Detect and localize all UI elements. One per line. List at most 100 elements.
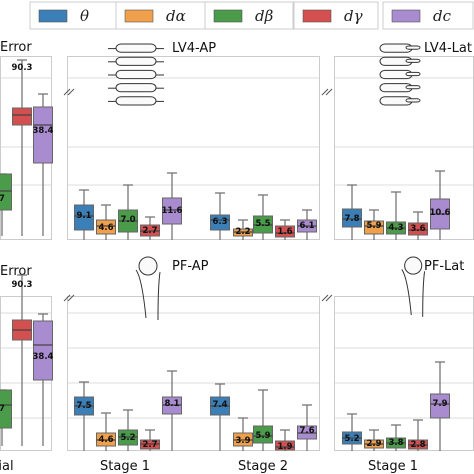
box-body (96, 219, 116, 235)
box-dbeta: 3.8 (386, 424, 406, 451)
x-tick-label: Stage 2 (238, 459, 288, 474)
box-dgamma: 90.3 (12, 59, 33, 236)
value-label: 2.9 (366, 439, 381, 449)
box-body (210, 214, 230, 231)
box-dbeta: 4.3 (386, 191, 406, 240)
axis-break-mark (63, 88, 75, 96)
box-dalpha: 2.9 (364, 429, 384, 451)
legend-label: dc (433, 7, 452, 25)
legend-item-dalpha: dα (115, 1, 207, 30)
box-dbeta: 5.5 (253, 194, 273, 240)
row-title: Error (0, 40, 32, 55)
axis-break-mark (321, 294, 333, 302)
box-body (12, 107, 32, 126)
value-label: 3.6 (410, 224, 425, 234)
value-label: 4.6 (98, 223, 113, 233)
box-dbeta: 7 (0, 389, 12, 446)
box-dbeta: 7 (0, 173, 12, 236)
box-dc: 8.1 (162, 370, 182, 451)
value-label: 38.4 (33, 126, 54, 136)
box-body (253, 425, 273, 444)
spine-illustration (379, 43, 421, 106)
box-body (0, 173, 12, 211)
value-label: 3.8 (388, 438, 403, 448)
value-label: 4.3 (388, 223, 403, 233)
panel-title: LV4-AP (172, 41, 216, 56)
spine-illustration (108, 43, 164, 106)
box-dbeta: 7.0 (118, 184, 138, 240)
box-group: 7 90.3 38.4 (0, 274, 54, 446)
legend-item-dbeta: dβ (204, 1, 294, 30)
box-dc: 10.6 (430, 170, 451, 240)
box-dbeta: 5.9 (253, 389, 273, 451)
box-body (430, 393, 450, 419)
legend-item-dc: dc (382, 1, 474, 30)
box-dgamma: 3.6 (408, 211, 428, 240)
panel-title: PF-AP (172, 259, 209, 274)
value-label: 4.6 (98, 435, 113, 445)
box-theta: 9.1 (74, 189, 94, 240)
panel-row-top: Error 7 90.3 38.4 9.1 4.6 7.0 2.7 11.6 LV4-AP 6.3 2… (0, 40, 474, 240)
box-theta: 5.2 (342, 413, 362, 451)
value-label: 7 (0, 194, 5, 204)
legend-swatch (124, 9, 154, 23)
legend-swatch (213, 9, 243, 23)
legend-item-theta: θ (29, 1, 127, 30)
box-dalpha: 4.6 (96, 412, 116, 451)
box-dc: 6.1 (297, 209, 317, 240)
value-label: 90.3 (12, 280, 33, 290)
panel-frame (67, 296, 320, 451)
box-dgamma: 1.6 (275, 219, 295, 240)
box-dc: 11.6 (162, 172, 183, 240)
box-group: 5.2 2.9 3.8 2.8 7.9 (342, 361, 450, 451)
value-label: 2.7 (142, 226, 157, 236)
row-title: Error (0, 264, 32, 279)
panel-title: LV4-Lat (424, 41, 472, 56)
value-label: 1.6 (277, 227, 292, 237)
value-label: 7.0 (120, 215, 135, 225)
box-body (275, 440, 295, 451)
value-label: 5.2 (344, 434, 359, 444)
box-theta: 7.8 (342, 184, 362, 240)
box-body (0, 389, 12, 429)
box-dc: 7.9 (430, 361, 450, 451)
value-label: 2.8 (410, 440, 425, 450)
value-label: 5.9 (255, 431, 270, 441)
box-group: 7.5 4.6 5.2 2.7 8.1 (74, 370, 182, 451)
box-dgamma: 2.8 (408, 419, 428, 451)
value-label: 2.7 (142, 440, 157, 450)
value-label: 10.6 (430, 208, 451, 218)
box-dbeta: 5.2 (118, 409, 138, 451)
axis-break-mark (321, 88, 333, 96)
value-label: 90.3 (12, 63, 33, 73)
value-label: 6.3 (212, 217, 227, 227)
panel-title: PF-Lat (424, 259, 464, 274)
box-group: 9.1 4.6 7.0 2.7 11.6 (74, 172, 183, 240)
value-label: 7.4 (212, 400, 227, 410)
box-body (33, 106, 53, 164)
value-label: 7.8 (344, 214, 359, 224)
box-dgamma: 2.7 (140, 429, 160, 451)
value-label: 5.2 (120, 433, 135, 443)
value-label: 6.1 (299, 221, 314, 231)
value-label: 9.1 (76, 211, 91, 221)
box-body (364, 220, 384, 235)
box-dalpha: 5.9 (364, 209, 384, 240)
legend-label: dγ (344, 7, 363, 25)
panel-frame (334, 296, 474, 451)
x-tick-label: ial (0, 459, 14, 474)
x-tick-label: Stage 1 (100, 459, 150, 474)
value-label: 7.5 (76, 401, 91, 411)
legend-label: dα (166, 7, 186, 25)
box-theta: 7.4 (210, 383, 230, 451)
value-label: 5.5 (255, 219, 270, 229)
value-label: 7.6 (299, 426, 314, 436)
box-dalpha: 4.6 (96, 204, 116, 240)
femur-illustration (401, 256, 426, 317)
box-dc: 7.6 (297, 404, 317, 451)
x-tick-label: Stage 1 (368, 459, 418, 474)
value-label: 38.4 (33, 352, 54, 362)
box-body (33, 320, 53, 381)
